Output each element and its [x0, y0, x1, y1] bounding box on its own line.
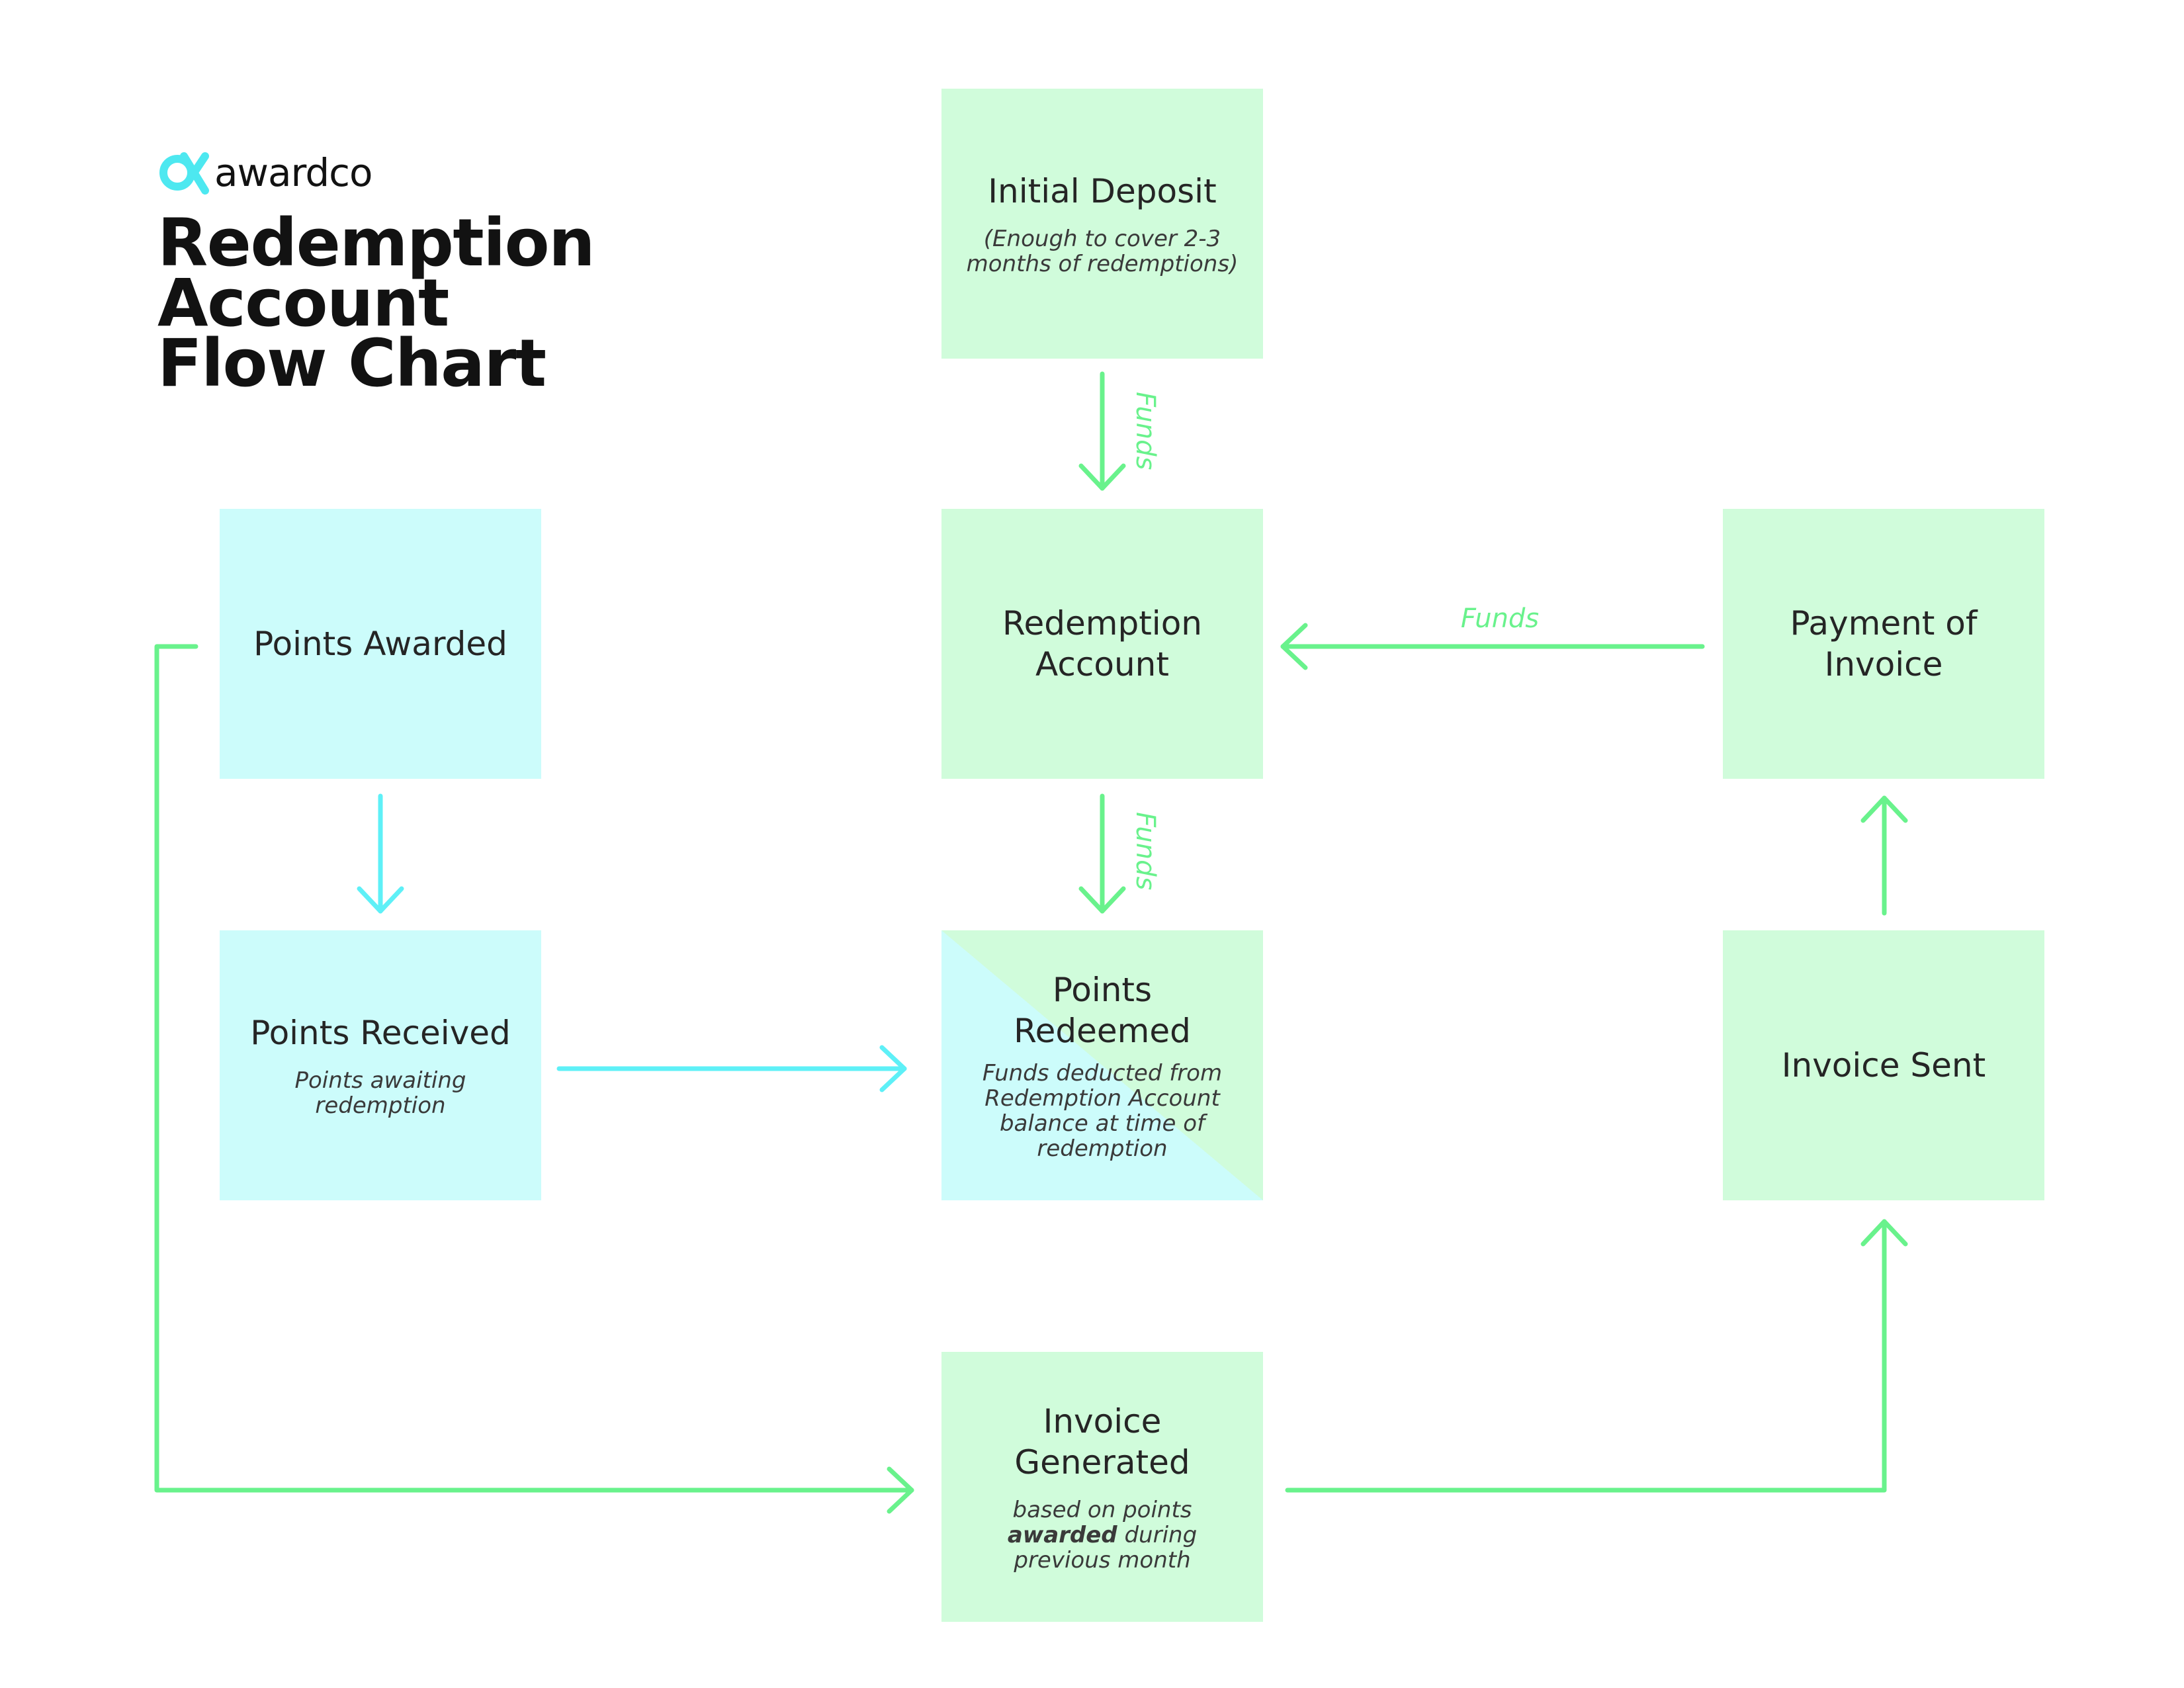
awardco-logo-icon — [159, 152, 209, 195]
invoice-generated-title: Invoice Generated — [1014, 1402, 1190, 1482]
arrow-invoice-generated-to-sent — [1285, 1219, 1908, 1493]
node-payment-of-invoice: Payment of Invoice — [1723, 509, 2044, 779]
arrow-payment-to-account — [1280, 623, 1705, 670]
redemption-account-title: Redemption Account — [1002, 604, 1202, 684]
invoice-sent-title: Invoice Sent — [1781, 1046, 1986, 1085]
invoice-generated-subtitle-pre: based on points — [1012, 1497, 1192, 1523]
arrow-deposit-to-account — [1078, 371, 1126, 491]
node-initial-deposit: Initial Deposit (Enough to cover 2-3 mon… — [941, 89, 1263, 359]
title-line-3: Flow Chart — [157, 326, 546, 402]
initial-deposit-title: Initial Deposit — [988, 172, 1217, 210]
node-invoice-generated: Invoice Generated based on points awarde… — [941, 1352, 1263, 1622]
invoice-generated-subtitle-post: during previous month — [1014, 1522, 1198, 1574]
brand-name: awardco — [214, 150, 373, 195]
points-received-subtitle: Points awaiting redemption — [294, 1067, 466, 1119]
page-title: Redemption Account Flow Chart — [157, 205, 687, 402]
funds-label-payment: Funds — [1461, 603, 1539, 634]
arrow-awarded-to-invoice-generated — [154, 644, 914, 1514]
points-received-title: Points Received — [250, 1014, 511, 1052]
node-redemption-account: Redemption Account — [941, 509, 1263, 779]
node-invoice-sent: Invoice Sent — [1723, 930, 2044, 1200]
title-line-1: Redemption — [157, 205, 595, 281]
invoice-generated-subtitle: based on points awarded during previous … — [960, 1497, 1245, 1573]
arrow-account-to-redeemed — [1078, 793, 1126, 914]
node-points-redeemed: Points Redeemed Funds deducted from Rede… — [941, 930, 1263, 1200]
arrow-received-to-redeemed — [556, 1045, 907, 1092]
points-redeemed-subtitle: Funds deducted from Redemption Account b… — [982, 1060, 1223, 1162]
arrow-awarded-to-received — [357, 793, 404, 914]
payment-of-invoice-title: Payment of Invoice — [1790, 604, 1978, 684]
node-points-awarded: Points Awarded — [220, 509, 541, 779]
title-line-2: Account — [157, 265, 449, 341]
funds-label-deposit: Funds — [1130, 392, 1160, 470]
funds-label-redeemed: Funds — [1130, 812, 1160, 890]
initial-deposit-subtitle: (Enough to cover 2-3 months of redemptio… — [966, 226, 1239, 277]
invoice-generated-subtitle-bold: awarded — [1007, 1522, 1117, 1548]
arrow-sent-to-payment — [1860, 795, 1908, 916]
points-awarded-title: Points Awarded — [253, 625, 507, 663]
awardco-logo: awardco — [157, 150, 373, 196]
node-points-received: Points Received Points awaiting redempti… — [220, 930, 541, 1200]
points-redeemed-title: Points Redeemed — [1014, 971, 1191, 1050]
